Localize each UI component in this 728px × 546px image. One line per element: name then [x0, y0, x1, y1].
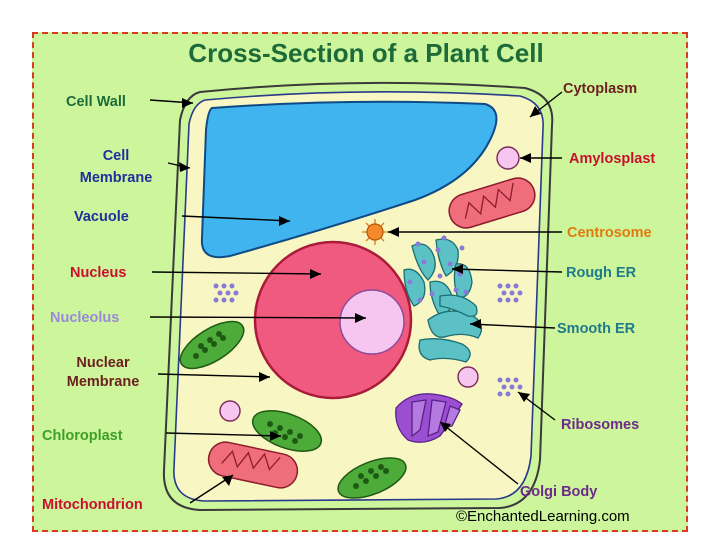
amyloplast-small-2 [219, 400, 241, 422]
label-vacuole: Vacuole [74, 209, 129, 225]
ribosome-cluster-right-upper [497, 283, 523, 303]
label-golgi-body: Golgi Body [520, 484, 597, 500]
mitochondrion-upper [448, 177, 536, 229]
label-cell-membrane-line1: Cell [103, 148, 130, 164]
golgi-body [395, 393, 463, 443]
smooth-er [418, 294, 483, 363]
chloroplast-lower [337, 457, 407, 499]
label-nucleus: Nucleus [70, 265, 126, 281]
leader-arrowheads [179, 98, 541, 486]
label-smooth-er: Smooth ER [557, 321, 636, 337]
diagram-title: Cross-Section of a Plant Cell [188, 38, 543, 68]
nucleolus [339, 289, 405, 355]
label-cytoplasm: Cytoplasm [563, 81, 637, 97]
centrosome [362, 219, 388, 245]
label-rough-er: Rough ER [566, 265, 637, 281]
label-ribosomes: Ribosomes [561, 417, 639, 433]
label-nuclear-membrane-line1: Nuclear [76, 355, 130, 371]
chloroplast-middle [251, 410, 323, 452]
amyloplast-small-1 [457, 366, 479, 388]
label-nuclear-membrane-line2: Membrane [67, 374, 140, 390]
label-cell-membrane-line2: Membrane [80, 170, 153, 186]
amyloplast [496, 146, 520, 170]
vacuole [200, 100, 498, 259]
ribosome-cluster-left [213, 283, 239, 303]
label-cell-wall: Cell Wall [66, 94, 126, 110]
label-chloroplast: Chloroplast [42, 428, 123, 444]
copyright-credit: ©EnchantedLearning.com [456, 508, 630, 525]
chloroplast-left [179, 320, 245, 370]
label-mitochondrion: Mitochondrion [42, 497, 143, 513]
nucleus [253, 240, 413, 400]
label-amylosplast: Amylosplast [569, 151, 655, 167]
ribosome-cluster-right-lower [497, 377, 523, 397]
label-centrosome: Centrosome [567, 225, 652, 241]
label-nucleolus: Nucleolus [50, 310, 119, 326]
